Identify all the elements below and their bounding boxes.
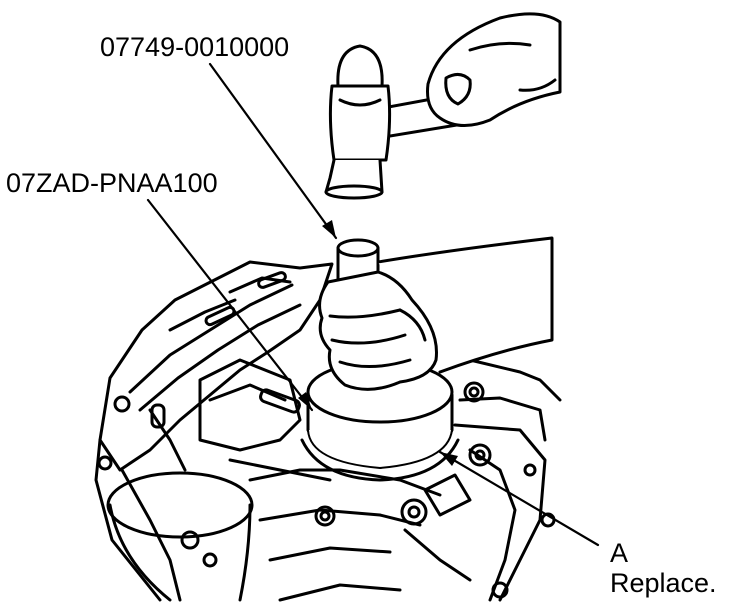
callout-label: A Replace. [608,538,719,598]
arrowhead-callout [440,452,458,466]
leader-upper-tool [208,62,338,240]
leader-lower-tool [146,198,314,412]
engine-block [94,260,562,602]
callout-note: Replace. [610,568,717,598]
seal-driver [300,360,460,482]
arrowhead-upper-tool [322,220,336,238]
leader-callout [438,450,600,547]
hand-holding-driver [318,236,554,391]
leader-lines [146,62,600,547]
tool-number-lower: 07ZAD-PNAA100 [4,168,220,198]
tool-number-upper: 07749-0010000 [98,32,292,62]
arrowhead-lower-tool [298,392,312,410]
leader-arrowheads [298,220,458,466]
callout-letter: A [610,538,629,568]
hand-holding-hammer [426,12,562,127]
